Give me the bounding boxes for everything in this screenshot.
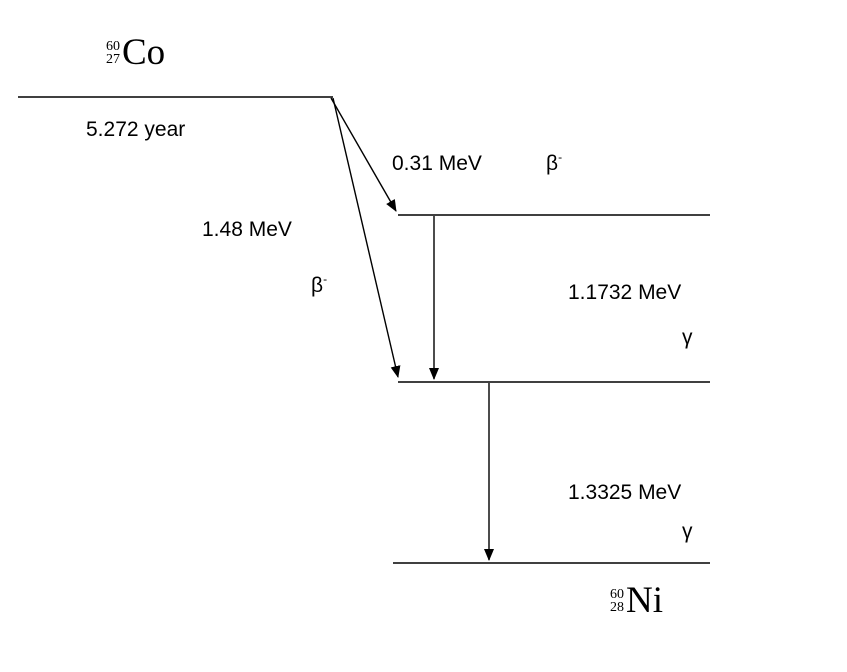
daughter-atomic-number: 28 bbox=[610, 599, 624, 615]
gamma1-energy-label: 1.1732 MeV bbox=[568, 281, 682, 304]
beta2-particle-label: β- bbox=[311, 272, 328, 297]
gamma2-energy-label: 1.3325 MeV bbox=[568, 481, 682, 504]
beta1-charge: - bbox=[558, 150, 563, 164]
parent-mass-number: 60 bbox=[106, 38, 120, 54]
gamma1-particle-label: γ bbox=[682, 326, 693, 349]
daughter-mass-number: 60 bbox=[610, 586, 624, 602]
beta2-arrow bbox=[332, 97, 401, 378]
beta1-particle-label: β- bbox=[546, 150, 563, 175]
gamma2-particle-label: γ bbox=[682, 520, 693, 543]
parent-atomic-number: 27 bbox=[106, 51, 120, 67]
beta2-symbol: β bbox=[311, 274, 324, 297]
daughter-symbol: Ni bbox=[626, 580, 663, 621]
beta1-symbol: β bbox=[546, 152, 559, 175]
beta1-arrow bbox=[330, 97, 397, 212]
beta2-energy-label: 1.48 MeV bbox=[202, 218, 292, 241]
parent-symbol: Co bbox=[122, 32, 166, 73]
beta1-energy-label: 0.31 MeV bbox=[392, 152, 482, 175]
half-life-label: 5.272 year bbox=[86, 118, 186, 141]
beta2-charge: - bbox=[323, 272, 328, 286]
